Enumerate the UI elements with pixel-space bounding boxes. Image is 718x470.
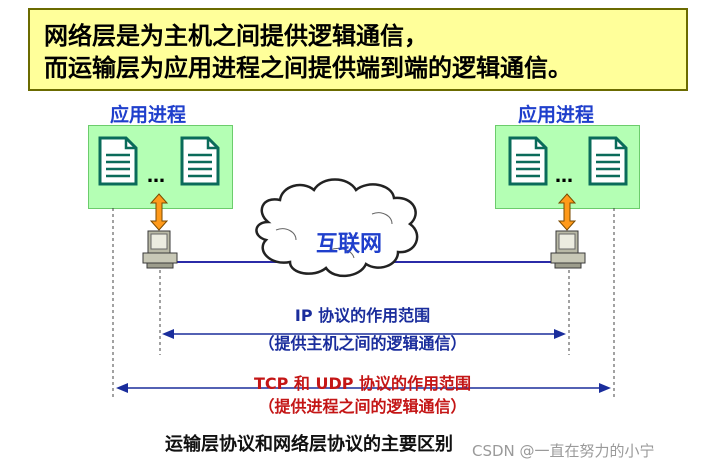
left-document-icon-2	[180, 136, 220, 186]
right-computer-icon	[550, 230, 586, 269]
cloud-icon	[255, 178, 419, 277]
left-process-dots: …	[147, 166, 165, 187]
right-vertical-arrow	[558, 193, 576, 231]
ip-range-arrow	[162, 329, 566, 339]
right-document-icon-2	[588, 136, 628, 186]
summary-banner: 网络层是为主机之间提供逻辑通信， 而运输层为应用进程之间提供端到端的逻辑通信。	[28, 8, 688, 91]
tcp-range-arrow	[116, 383, 611, 393]
right-process-dots: …	[555, 166, 573, 187]
right-document-icon-1	[508, 136, 548, 186]
left-process-label: 应用进程	[110, 104, 187, 126]
internet-label: 互联网	[316, 232, 383, 257]
right-process-label: 应用进程	[518, 104, 595, 126]
left-computer-icon	[142, 230, 178, 269]
figure-caption: 运输层协议和网络层协议的主要区别	[165, 434, 453, 455]
ip-range-subtitle: （提供主机之间的逻辑通信）	[258, 334, 467, 353]
ip-range-title: IP 协议的作用范围	[294, 306, 431, 325]
banner-line-2: 而运输层为应用进程之间提供端到端的逻辑通信。	[44, 54, 572, 82]
tcp-range-subtitle: （提供进程之间的逻辑通信）	[258, 397, 467, 416]
tcp-range-title: TCP 和 UDP 协议的作用范围	[253, 374, 472, 393]
watermark: CSDN @一直在努力的小宁	[472, 442, 655, 460]
left-document-icon-1	[98, 136, 138, 186]
banner-line-1: 网络层是为主机之间提供逻辑通信，	[44, 22, 428, 50]
left-vertical-arrow	[150, 193, 168, 231]
